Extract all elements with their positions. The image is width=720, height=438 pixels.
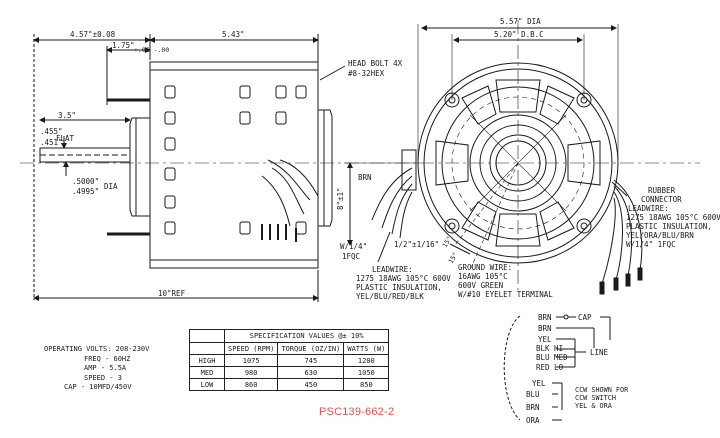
flat-b: .451" [40,138,63,147]
outer-dia: 5.57" DIA [500,17,541,26]
spec-table: SPECIFICATION VALUES @± 10% SPEED (RPM) … [189,329,390,391]
head-bolt-2: #8-32HEX [348,69,385,78]
rubber-7: W/1/4" 1FQC [626,240,676,249]
wire-yel: YEL [538,335,552,344]
op-volts: OPERATING VOLTS: 208-230V [44,345,150,353]
dim-shaft-tol: +.06 -.00 [134,46,169,54]
rubber-3: LEADWIRE: [628,204,669,213]
dim-35: 3.5" [58,111,76,120]
wiring-labels: BRN CAP BRN YEL BLK HI BLU MED RED LO LI… [526,313,609,425]
operating-info: OPERATING VOLTS: 208-230V FREQ - 60HZ AM… [44,345,149,393]
table-row: MED 980 630 1050 [189,366,390,379]
dim-overall: 4.57"±0.08 [70,30,116,39]
w16: 1/2"±1/16" [394,240,439,249]
rubber-6: YEL/ORA/BLU/BRN [626,231,694,240]
mounting-ears [444,92,592,234]
w14: W/1/4" [340,242,367,251]
op-amp: AMP - 5.5A [84,364,127,373]
wire-cap: CAP [578,313,592,322]
dia-label: DIA [104,182,118,191]
wire-brn2: BRN [538,324,552,333]
rubber-2: CONNECTOR [641,195,682,204]
wire-yel2: YEL [532,379,546,388]
angle-1: 15° [441,235,454,249]
spec-header-torque: TORQUE (OZ/IN) [277,342,345,355]
model-number: PSC139-662-2 [319,406,395,418]
spec-header-speed: SPEED (RPM) [223,342,279,355]
table-row: HIGH 1075 745 1200 [189,354,390,367]
ccw-1: CCW SHOWN FOR [575,386,629,394]
spec-header-watts: WATTS (W) [343,342,390,355]
lead-4: YEL/BLU/RED/BLK [356,292,424,301]
rubber-4: 1275 18AWG 105°C 600V [626,213,720,222]
table-row: LOW 860 450 850 [189,378,390,391]
bolt-circle: 5.20" D.B.C [494,30,544,39]
ground-1: GROUND WIRE: [458,263,512,272]
side-view [20,34,700,302]
wire-ora: ORA [526,416,540,425]
end-vents [435,79,601,247]
end-view [344,20,643,295]
dim-height: 8"±1" [336,187,345,210]
ground-3: 600V GREEN [458,281,503,290]
ground-2: 16AWG 105°C [458,272,508,281]
wire-line: LINE [590,348,609,357]
dim-ref: 10"REF [158,289,186,298]
ground-4: W/#10 EYELET TERMINAL [458,290,553,299]
dim-body: 5.43" [222,30,245,39]
brn-top: BRN [358,173,372,182]
lead-1: LEADWIRE: [372,265,413,274]
qc: 1FQC [342,252,360,261]
wire-red-lo: RED LO [536,363,564,372]
flat-label: FLAT [56,134,75,143]
op-speed: SPEED - 3 [84,373,122,382]
wire-blu-hi: BLK HI [536,344,563,353]
op-cap: CAP - 10MFD/450V [64,383,132,392]
rubber-1: RUBBER [648,186,676,195]
wire-blu: BLU [526,390,540,399]
op-freq: FREQ - 60HZ [84,354,131,363]
head-bolt-1: HEAD BOLT 4X [348,59,403,68]
dimension-labels: 4.57"±0.08 5.43" 1.75" +.06 -.00 HEAD BO… [40,17,720,301]
ccw-note: CCW SHOWN FOR CCW SWITCH YEL & ORA [575,386,628,410]
wire-blu-med: BLU MED [536,353,568,362]
flat-a: .455" [40,127,63,136]
wire-brn1: BRN [538,313,552,322]
spec-title: SPECIFICATION VALUES @± 10% [223,329,390,343]
lead-2: 1275 18AWG 105°C 600V [356,274,451,283]
ccw-2: CCW SWITCH [575,394,616,402]
wiring-diagram [503,314,611,421]
dia-a: .5000" [72,177,99,186]
vent-slots [164,85,307,235]
wire-brn3: BRN [526,403,540,412]
dim-shaft: 1.75" [112,41,135,50]
lead-3: PLASTIC INSULATION, [356,283,442,292]
dia-b: .4995" [72,187,99,196]
ccw-3: YEL & ORA [575,402,612,410]
rubber-5: PLASTIC INSULATION, [626,222,712,231]
